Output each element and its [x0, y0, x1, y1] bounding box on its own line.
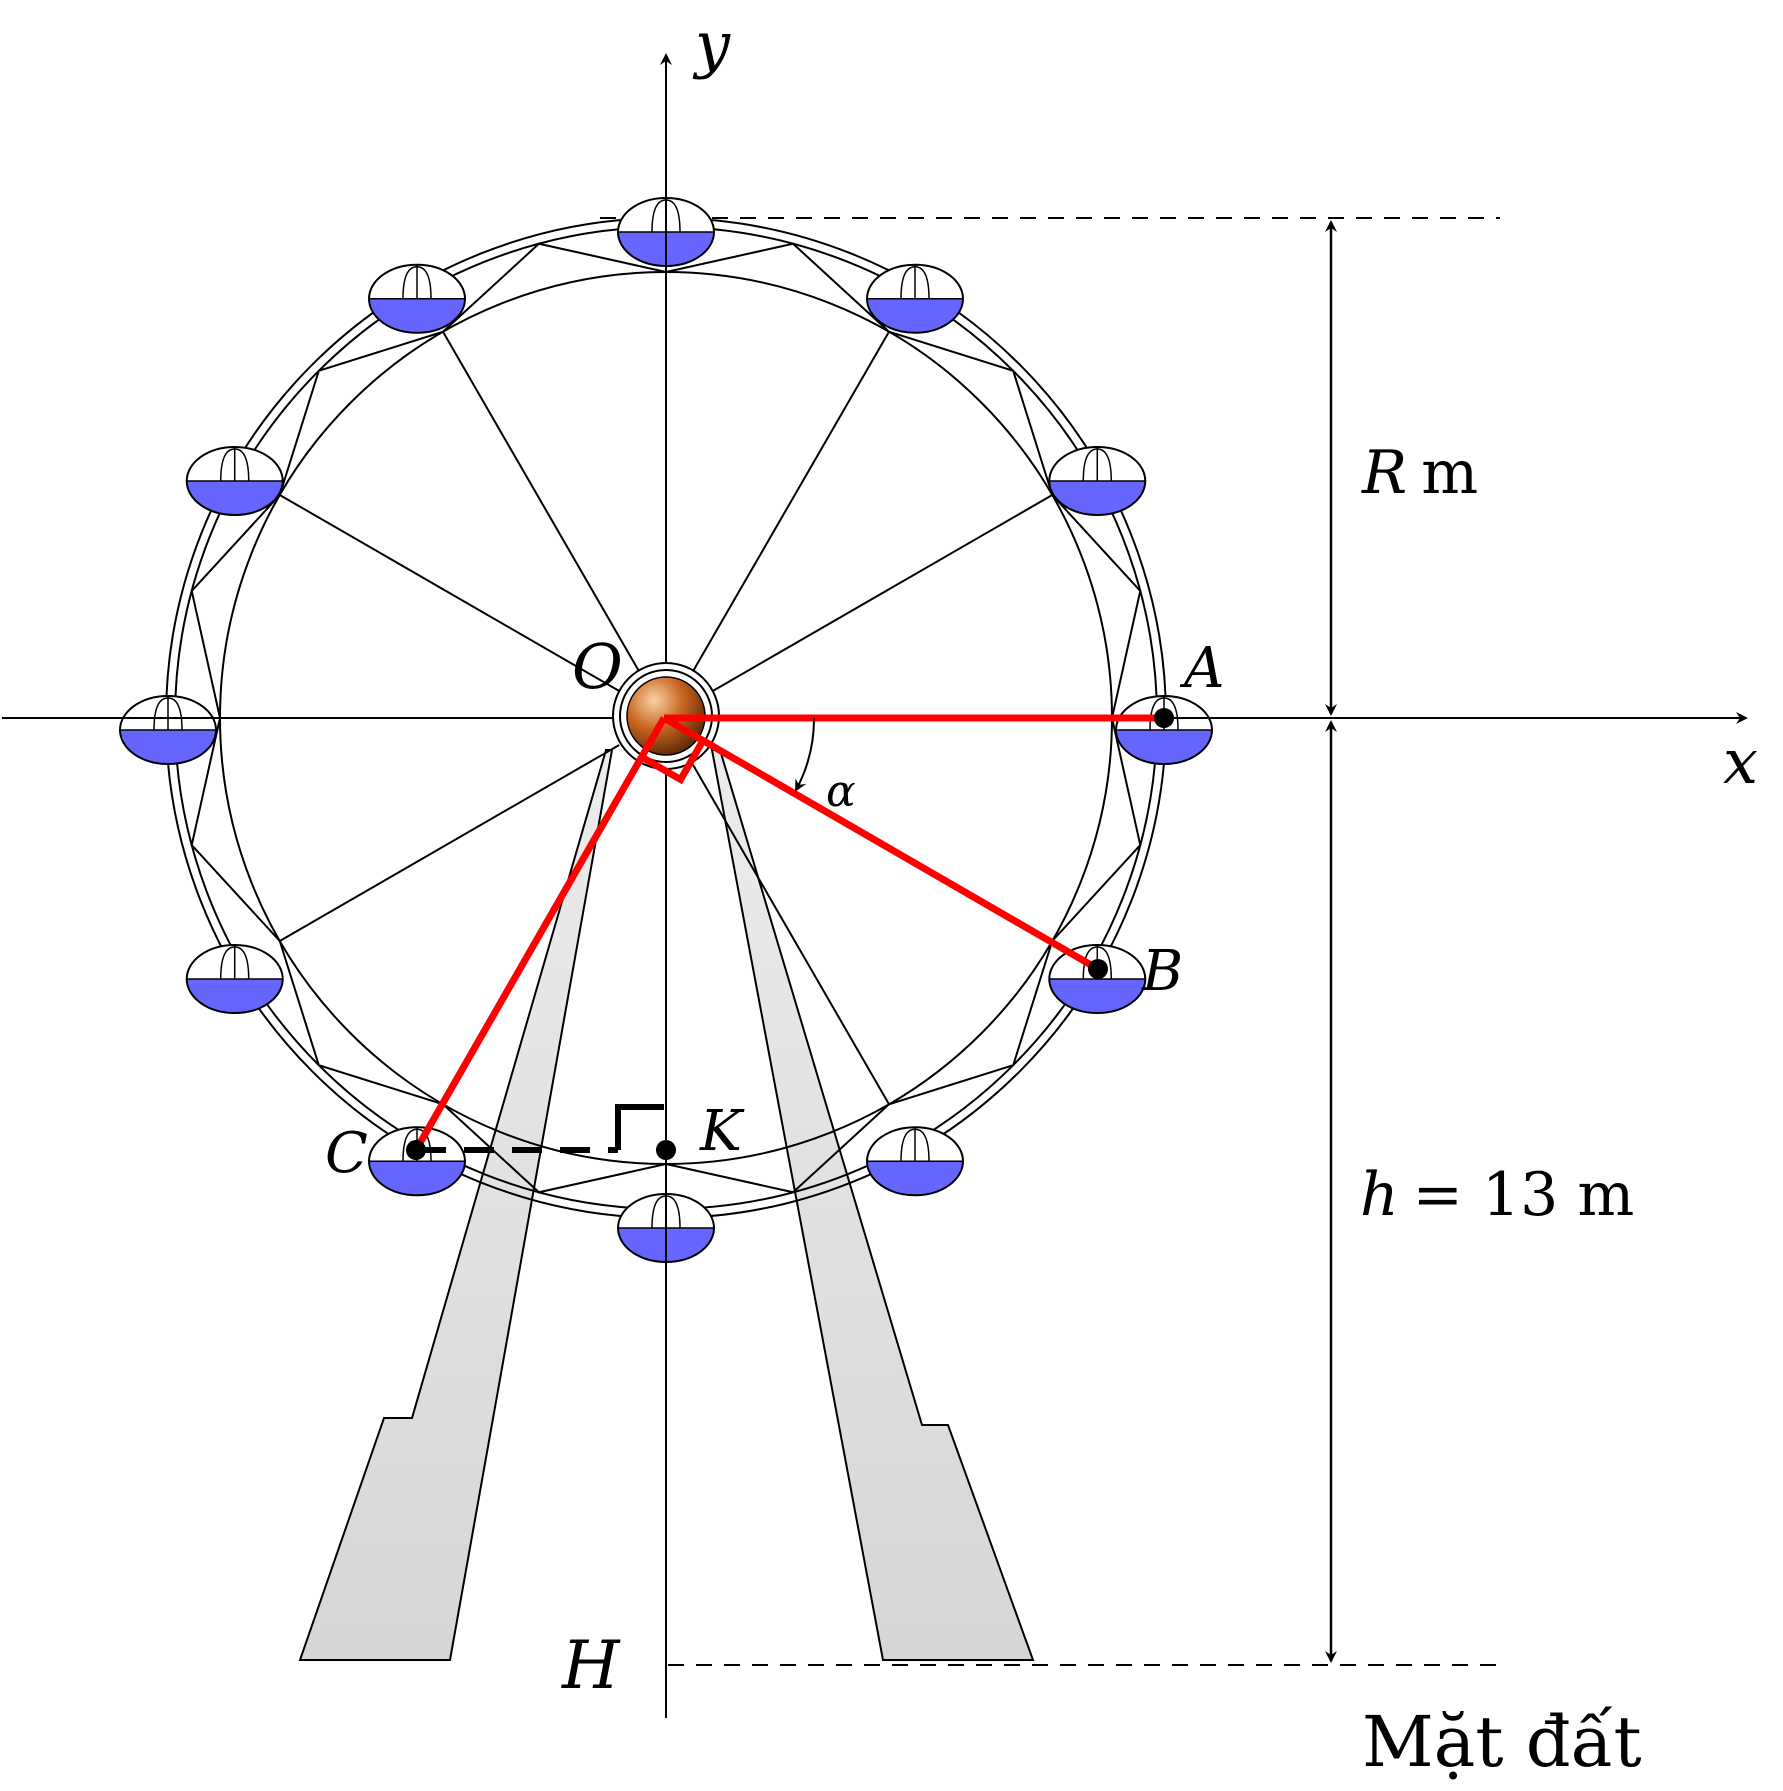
point-k-label: K [699, 1099, 745, 1164]
truss-segment [665, 242, 890, 333]
cabin-body [186, 979, 283, 1013]
right-angle-marker-k [615, 1104, 664, 1150]
cabin [1048, 944, 1147, 1014]
cabin-body [369, 298, 465, 333]
point-c-label: C [325, 1121, 368, 1186]
truss-segment [278, 330, 444, 496]
angle-arc [795, 717, 816, 792]
point-a-dot [1154, 708, 1174, 728]
point-c-dot [406, 1140, 426, 1160]
cabin-body [186, 481, 283, 515]
truss-segment [190, 494, 281, 719]
cabin [119, 695, 217, 765]
spoke [692, 331, 890, 672]
spoke [692, 764, 890, 1105]
truss-segment [442, 242, 667, 333]
truss-segment [665, 1103, 890, 1194]
point-a-label: A [1179, 636, 1224, 701]
point-h-label: H [561, 1627, 621, 1704]
truss-segment [1051, 717, 1142, 942]
spoke [712, 494, 1053, 692]
truss-segment [888, 940, 1054, 1106]
cabin-body [369, 1161, 465, 1196]
spoke [442, 331, 640, 672]
cabin [1048, 446, 1147, 516]
truss-segment [278, 940, 444, 1106]
cabin [866, 1126, 964, 1197]
cabin-body [120, 730, 216, 764]
segment-oc [412, 716, 668, 1152]
truss-segment [190, 717, 281, 942]
spoke [279, 494, 620, 692]
height-label: h= 13 m [1360, 1160, 1634, 1230]
spoke [279, 744, 620, 942]
cabin [866, 263, 964, 334]
origin-label: O [572, 630, 623, 703]
cabin [368, 1126, 466, 1197]
right-angle-marker-o [639, 738, 707, 785]
point-k-dot [656, 1140, 676, 1160]
point-b-dot [1088, 959, 1108, 979]
x-axis-label: x [1723, 725, 1758, 798]
angle-label: α [826, 766, 856, 817]
cabin [185, 944, 284, 1014]
cabin-body [867, 298, 963, 333]
cabin-body [1049, 481, 1146, 515]
cabin-body [867, 1161, 963, 1196]
cabin-body [1049, 979, 1146, 1013]
cabin [185, 446, 284, 516]
cabin-body [1116, 730, 1212, 764]
right-support [710, 749, 1035, 1661]
truss-segment [1051, 494, 1142, 719]
point-b-label: B [1141, 939, 1183, 1004]
cabin [368, 263, 466, 334]
truss-segment [442, 1103, 667, 1194]
y-axis-label: y [692, 8, 731, 81]
truss-segment [888, 330, 1054, 496]
ground-label: Mặt đất [1362, 1701, 1642, 1783]
cabin [1115, 695, 1213, 765]
segment-ob [662, 714, 1100, 973]
